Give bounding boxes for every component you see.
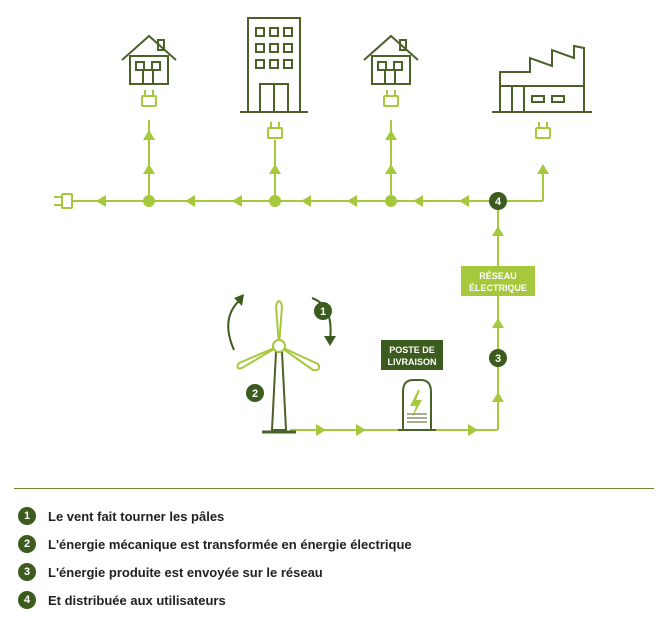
legend-divider [14, 488, 654, 489]
rotation-arrowheads [234, 294, 336, 346]
step-2-badge: 2 [246, 384, 264, 402]
legend-badge-4: 4 [18, 591, 36, 609]
step-1-badge: 1 [314, 302, 332, 320]
legend-text-1: Le vent fait tourner les pâles [48, 508, 225, 524]
flow-arrows-right [316, 424, 478, 436]
wind-turbine-icon [236, 300, 321, 434]
legend-badge-1: 1 [18, 507, 36, 525]
poste-label-line1: POSTE DE [389, 345, 435, 355]
poste-label-line2: LIVRAISON [387, 357, 436, 367]
legend-text-4: Et distribuée aux utilisateurs [48, 592, 226, 608]
legend-badge-2: 2 [18, 535, 36, 553]
legend-item-2: 2 L'énergie mécanique est transformée en… [18, 534, 412, 554]
factory-icon [492, 44, 592, 113]
poste-livraison-box: POSTE DE LIVRAISON [381, 340, 443, 370]
plug-icon [267, 122, 283, 139]
step-3-number: 3 [495, 353, 501, 365]
plug-icon [54, 193, 73, 209]
flow-arrows-up [143, 130, 549, 402]
reseau-label-line1: RÉSEAU [479, 271, 517, 281]
legend-item-1: 1 Le vent fait tourner les pâles [18, 506, 224, 526]
house-icon [363, 34, 419, 85]
office-building-icon [240, 17, 308, 113]
step-2-number: 2 [252, 388, 258, 400]
step-4-badge: 4 [489, 192, 507, 210]
reseau-label-line2: ÉLECTRIQUE [469, 283, 527, 293]
legend-item-4: 4 Et distribuée aux utilisateurs [18, 590, 226, 610]
plug-icon [141, 90, 157, 107]
reseau-electrique-box: RÉSEAU ÉLECTRIQUE [461, 266, 535, 296]
legend-item-3: 3 L'énergie produite est envoyée sur le … [18, 562, 323, 582]
delivery-station-icon [398, 379, 436, 431]
step-3-badge: 3 [489, 349, 507, 367]
legend-text-2: L'énergie mécanique est transformée en é… [48, 536, 412, 552]
plug-icon [535, 122, 551, 139]
legend-badge-3: 3 [18, 563, 36, 581]
plug-icon [383, 90, 399, 107]
legend-text-3: L'énergie produite est envoyée sur le ré… [48, 564, 323, 580]
flow-arrows-left [96, 195, 469, 207]
energy-flow-diagram: 4 RÉSEAU ÉLECTRIQUE 3 POSTE DE LIVRAISON [54, 17, 592, 436]
step-4-number: 4 [495, 196, 502, 208]
step-1-number: 1 [320, 306, 326, 318]
junction-dots [143, 195, 397, 207]
house-icon [121, 34, 177, 85]
